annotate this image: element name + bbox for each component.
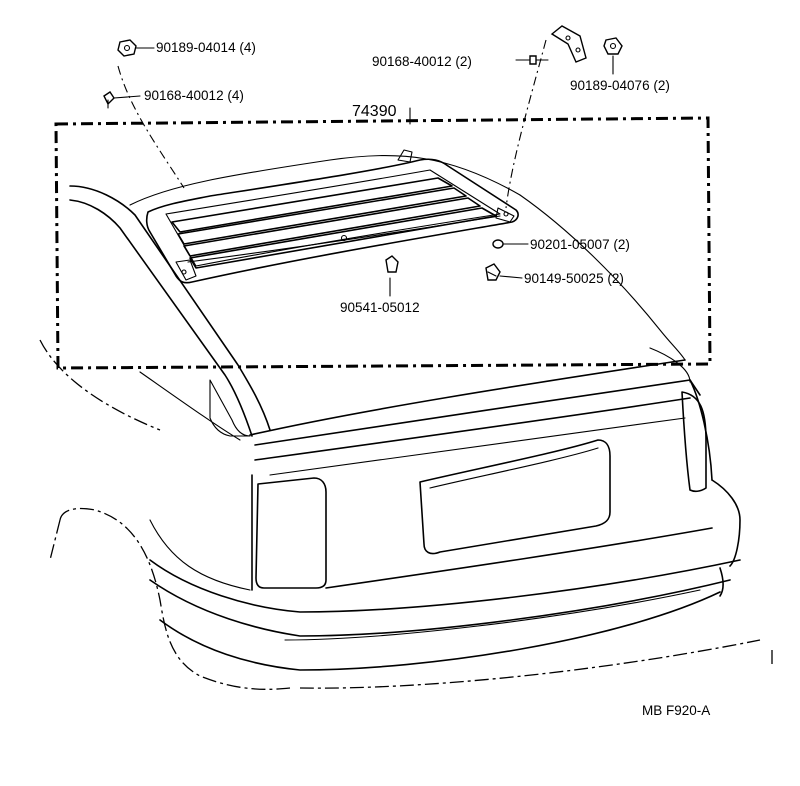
part-label-p1: 90189-04014 (4): [156, 40, 256, 55]
part-label-p7: 90541-05012: [340, 300, 420, 315]
screw-icon: [527, 55, 549, 65]
fasteners: [103, 25, 623, 281]
assembly-boundary: [54, 116, 712, 370]
nut-icon: [603, 37, 623, 55]
part-label-p2: 90168-40012 (4): [144, 88, 244, 103]
grommet-icon: [385, 255, 399, 273]
figure-code-label: MB F920-A: [642, 703, 710, 718]
rear-window-louver: [145, 149, 519, 284]
part-label-p4: 90189-04076 (2): [570, 78, 670, 93]
car-body: [39, 155, 773, 690]
assembly-number-label: 74390: [352, 103, 397, 120]
leader-lines: [117, 39, 547, 297]
part-label-p6: 90149-50025 (2): [524, 271, 624, 286]
bracket-icon: [550, 25, 587, 63]
nut-icon: [117, 39, 137, 57]
screw-icon: [103, 91, 115, 109]
washer-icon: [492, 239, 504, 249]
part-labels: 74390 90189-04014 (4) 90168-40012 (4) 90…: [144, 40, 710, 718]
clip-icon: [485, 263, 501, 281]
label-connectors: [113, 47, 614, 279]
part-label-p5: 90201-05007 (2): [530, 237, 630, 252]
part-label-p3: 90168-40012 (2): [372, 54, 472, 69]
